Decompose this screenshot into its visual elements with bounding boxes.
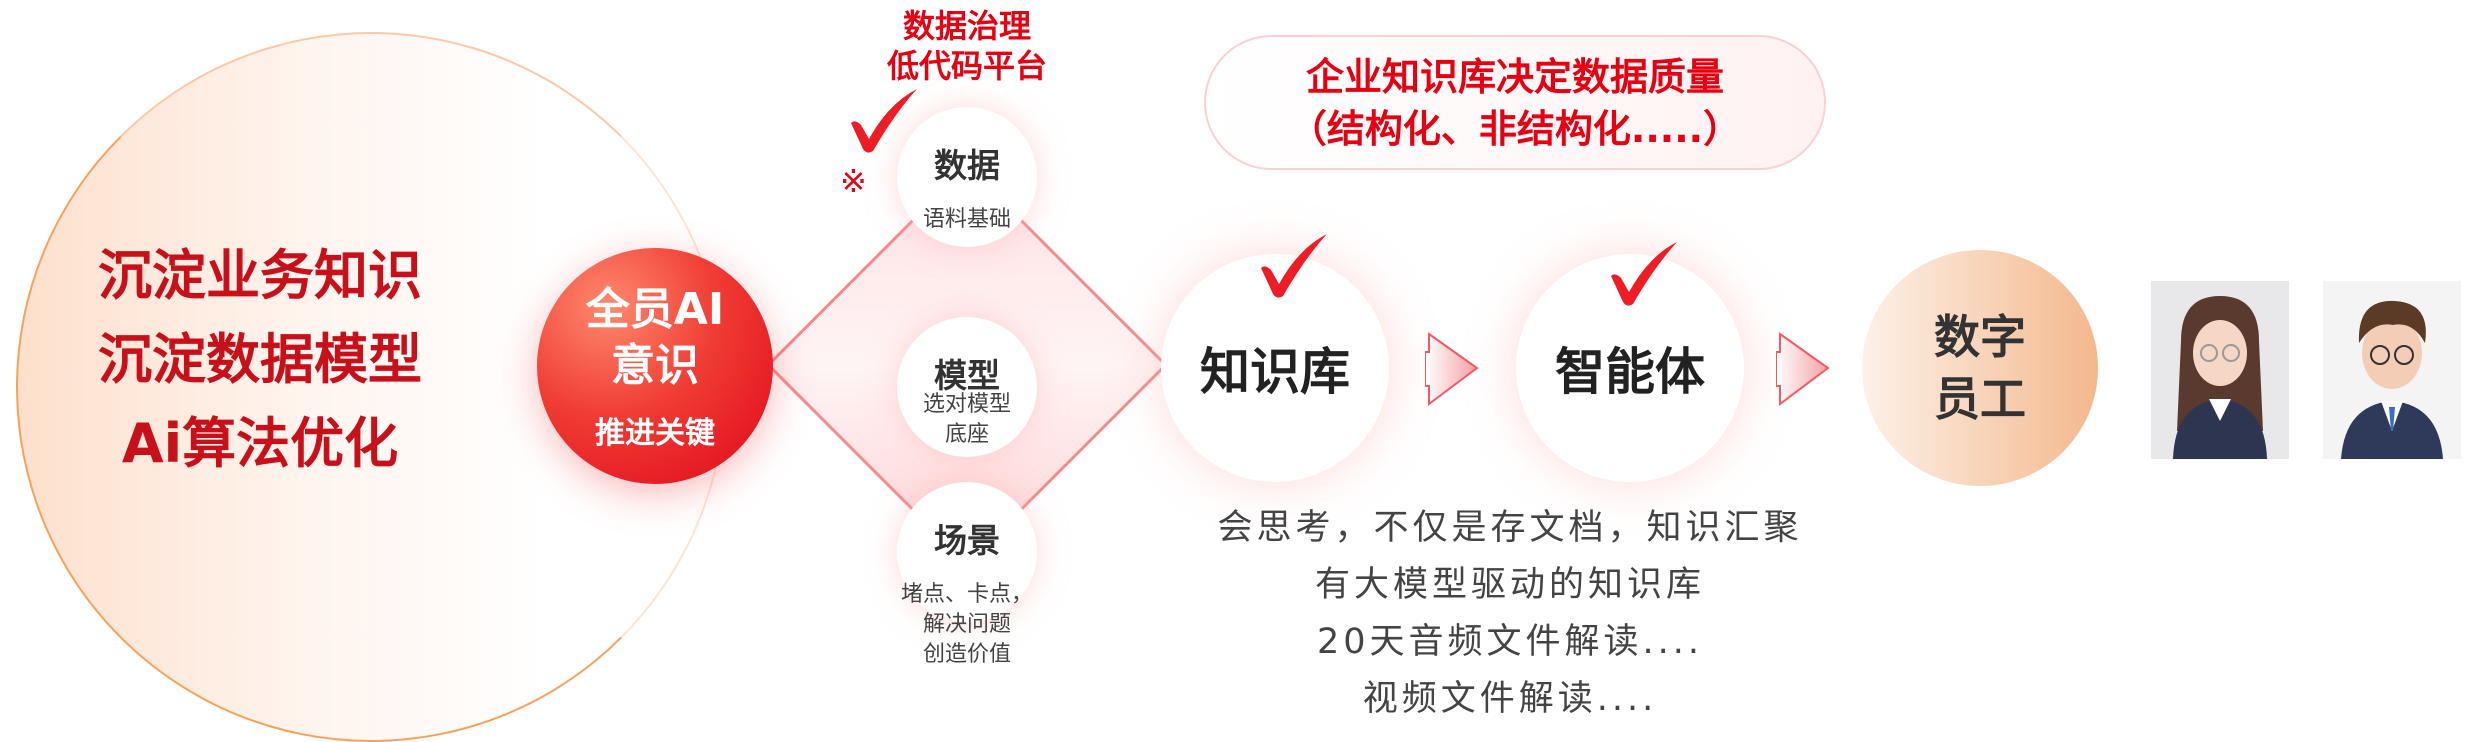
pillar-sub: 堵点、卡点， 解决问题创造价值 <box>867 580 1067 670</box>
node-label: 知识库 <box>1200 343 1350 401</box>
node-label: 员工 <box>1934 372 2026 426</box>
arrow-right-icon <box>1776 332 1830 406</box>
knowledge-description: 会思考，不仅是存文档，知识汇聚 有大模型驱动的知识库 20天音频文件解读....… <box>1110 500 1910 728</box>
desc-line: 视频文件解读.... <box>1362 679 1658 719</box>
center-line1: 全员AI <box>585 284 725 335</box>
check-icon <box>1611 242 1677 306</box>
pillar-sub-line: 堵点、卡点， <box>900 582 1033 607</box>
top-note: 数据治理 低代码平台 <box>847 6 1087 86</box>
pillar-title: 模型 <box>934 356 1000 395</box>
data-quality-pill: 企业知识库决定数据质量 （结构化、非结构化.....） <box>1204 35 1826 170</box>
top-note-line2: 低代码平台 <box>886 47 1047 85</box>
desc-line: 20天音频文件解读.... <box>1316 622 1704 662</box>
pillar-sub-line: 底座 <box>944 422 989 447</box>
node-label: 智能体 <box>1555 343 1705 401</box>
avatar-male <box>2323 281 2461 459</box>
pillar-sub: 选对模型底座 <box>867 390 1067 450</box>
node-label: 数字 <box>1934 310 2026 364</box>
desc-line: 会思考，不仅是存文档，知识汇聚 <box>1217 508 1803 548</box>
arrow-right-icon <box>1425 332 1479 406</box>
pillar-data: 数据 <box>897 107 1037 247</box>
reference-mark-icon: ※ <box>840 162 867 200</box>
left-text: 沉淀业务知识 沉淀数据模型 Ai算法优化 <box>80 234 440 486</box>
digital-employee-node: 数字员工 <box>1862 250 2098 486</box>
left-line: Ai算法优化 <box>121 412 399 475</box>
check-icon <box>851 89 917 153</box>
pillar-sub: 语料基础 <box>867 205 1067 235</box>
pillar-title: 数据 <box>934 146 1000 185</box>
pillar-model: 模型 <box>897 317 1037 457</box>
pill-line1: 企业知识库决定数据质量 <box>1305 55 1724 99</box>
pill-line2: （结构化、非结构化.....） <box>1288 107 1742 151</box>
pillar-sub-line: 选对模型 <box>922 392 1011 417</box>
left-line: 沉淀业务知识 <box>98 244 422 307</box>
avatar-female <box>2151 281 2289 459</box>
pillar-sub-line: 语料基础 <box>922 207 1011 232</box>
pillar-sub-line: 创造价值 <box>922 642 1011 667</box>
left-line: 沉淀数据模型 <box>98 328 422 391</box>
desc-line: 有大模型驱动的知识库 <box>1314 565 1705 605</box>
pillar-sub-line: 解决问题 <box>922 612 1011 637</box>
check-icon <box>1261 234 1327 298</box>
top-note-line1: 数据治理 <box>902 7 1031 45</box>
center-line2: 意识 <box>611 340 699 391</box>
pillar-title: 场景 <box>934 521 1000 560</box>
center-line3: 推进关键 <box>595 416 715 451</box>
pillar-scenario: 场景 <box>897 482 1037 622</box>
